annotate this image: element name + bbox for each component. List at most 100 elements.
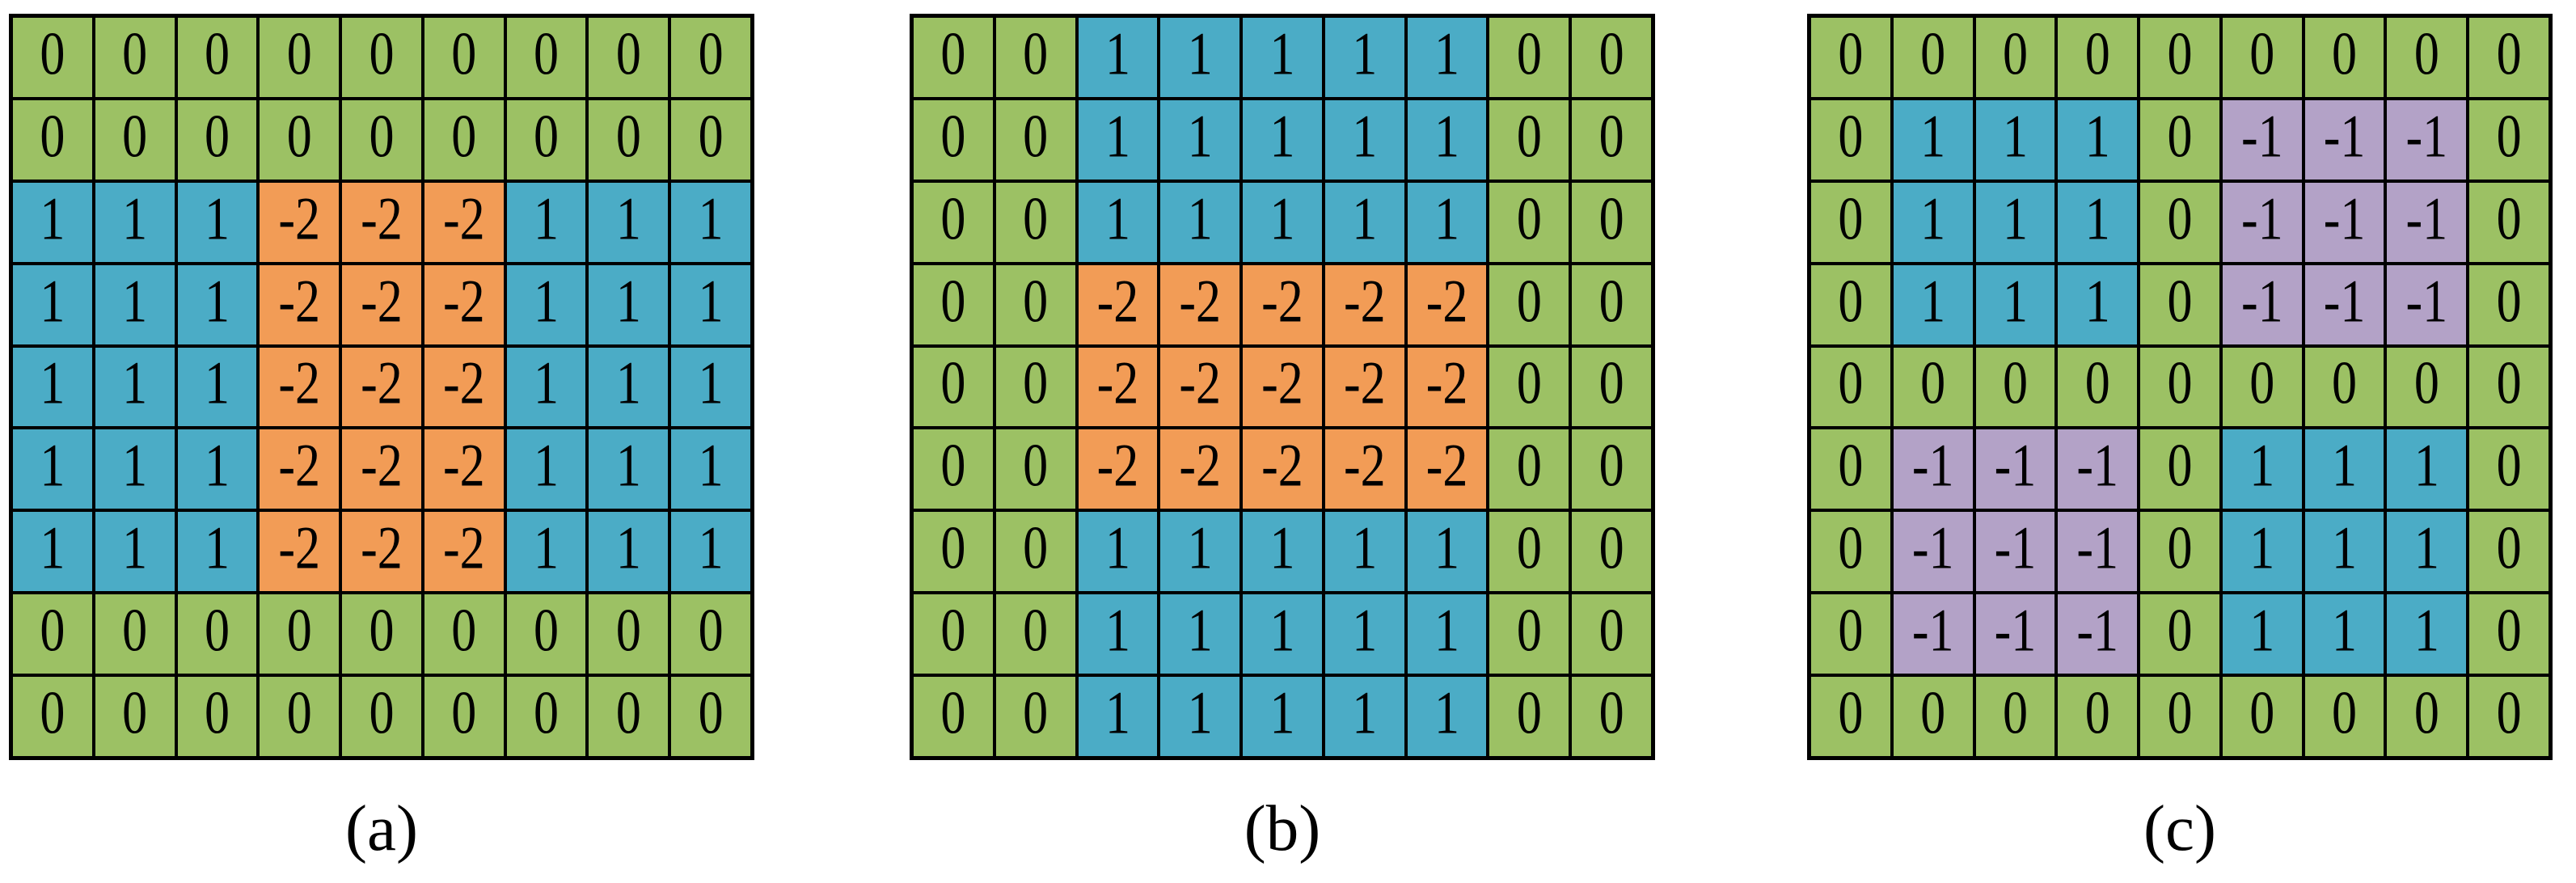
matrix-cell: -2 xyxy=(1323,345,1406,429)
cell-value: 0 xyxy=(1598,185,1624,253)
matrix-cell: 1 xyxy=(1323,180,1406,264)
matrix-cell: 0 xyxy=(1488,593,1571,676)
matrix-cell: -2 xyxy=(258,180,341,264)
matrix-cell: -2 xyxy=(258,510,341,594)
matrix-cell: 1 xyxy=(93,180,176,264)
matrix-cell: 0 xyxy=(1891,345,1974,429)
cell-value: 1 xyxy=(122,268,148,336)
matrix-cell: 1 xyxy=(1076,510,1159,594)
matrix-cell: 1 xyxy=(2220,428,2304,511)
cell-value: -2 xyxy=(442,432,485,500)
matrix-cell: -1 xyxy=(2303,263,2386,346)
cell-value: 0 xyxy=(2496,514,2522,582)
cell-value: 0 xyxy=(369,597,395,665)
matrix-cell: -2 xyxy=(422,180,505,264)
matrix-cell: 0 xyxy=(422,675,505,758)
matrix-cell: 1 xyxy=(1241,510,1324,594)
cell-value: 0 xyxy=(2167,185,2193,253)
matrix-cell: 1 xyxy=(669,263,752,346)
matrix-cell: -2 xyxy=(1241,263,1324,346)
matrix-cell: 0 xyxy=(1810,675,1892,758)
matrix-cell: 1 xyxy=(1405,510,1489,594)
matrix-cell: -1 xyxy=(2385,98,2468,181)
cell-value: 0 xyxy=(1023,268,1049,336)
matrix-cell: 1 xyxy=(1076,675,1159,758)
matrix-cell: 1 xyxy=(1076,180,1159,264)
cell-value: 0 xyxy=(2496,20,2522,88)
matrix-cell: -1 xyxy=(2220,98,2304,181)
cell-value: 1 xyxy=(1352,103,1378,171)
cell-value: 1 xyxy=(1920,103,1946,171)
matrix-cell: 1 xyxy=(1405,180,1489,264)
cell-value: 0 xyxy=(1023,432,1049,500)
matrix-cell: 1 xyxy=(669,428,752,511)
panel-label-c: (c) xyxy=(2143,792,2216,864)
matrix-cell: 1 xyxy=(1241,16,1324,99)
cell-value: 1 xyxy=(1352,20,1378,88)
cell-value: 1 xyxy=(2413,597,2439,665)
cell-value: 1 xyxy=(1104,103,1130,171)
cell-value: 1 xyxy=(1187,185,1213,253)
matrix-cell: 0 xyxy=(2220,16,2304,99)
matrix-cell: 0 xyxy=(2220,345,2304,429)
cell-value: 0 xyxy=(122,679,148,747)
matrix-cell: 0 xyxy=(994,180,1077,264)
matrix-cell: -2 xyxy=(1405,428,1489,511)
cell-value: 1 xyxy=(1187,514,1213,582)
cell-value: 0 xyxy=(940,103,966,171)
cell-value: 0 xyxy=(40,597,65,665)
cell-value: 1 xyxy=(1920,268,1946,336)
cell-value: 0 xyxy=(1023,350,1049,417)
cell-value: 1 xyxy=(1104,20,1130,88)
cell-value: -2 xyxy=(278,514,321,582)
cell-value: -2 xyxy=(361,514,403,582)
matrix-cell: -2 xyxy=(1241,428,1324,511)
matrix-cell: -2 xyxy=(340,510,423,594)
matrix-cell: 1 xyxy=(1159,510,1242,594)
cell-value: 0 xyxy=(534,597,560,665)
matrix-cell: 1 xyxy=(587,180,670,264)
cell-value: -2 xyxy=(361,432,403,500)
matrix-cell: -1 xyxy=(2056,593,2139,676)
cell-value: 0 xyxy=(2167,268,2193,336)
matrix-cell: 0 xyxy=(912,16,995,99)
cell-value: 1 xyxy=(1269,20,1295,88)
cell-value: 1 xyxy=(534,432,560,500)
matrix-cell: 1 xyxy=(1405,98,1489,181)
cell-value: 1 xyxy=(204,432,230,500)
cell-value: -2 xyxy=(1096,350,1139,417)
matrix-cell: 0 xyxy=(912,593,995,676)
matrix-cell: 0 xyxy=(912,263,995,346)
matrix-cell: 0 xyxy=(2303,16,2386,99)
matrix-cell: -2 xyxy=(422,428,505,511)
matrix-cell: -1 xyxy=(1974,428,2057,511)
cell-value: 1 xyxy=(1352,514,1378,582)
cell-value: 0 xyxy=(2496,103,2522,171)
matrix-cell: -2 xyxy=(1405,345,1489,429)
cell-value: -1 xyxy=(2240,185,2283,253)
cell-value: 1 xyxy=(122,514,148,582)
cell-value: 1 xyxy=(2332,514,2358,582)
cell-value: 1 xyxy=(615,514,641,582)
cell-value: 0 xyxy=(1838,679,1864,747)
matrix-cell: 1 xyxy=(505,428,588,511)
matrix-cell: 0 xyxy=(11,675,94,758)
cell-value: 0 xyxy=(1023,103,1049,171)
matrix-cell: -1 xyxy=(1891,510,1974,594)
cell-value: 0 xyxy=(534,103,560,171)
matrix-cell: 0 xyxy=(1570,16,1653,99)
cell-value: 1 xyxy=(1104,597,1130,665)
matrix-cell: 0 xyxy=(1488,428,1571,511)
matrix-cell: -2 xyxy=(258,263,341,346)
cell-value: 1 xyxy=(204,268,230,336)
cell-value: 0 xyxy=(2496,350,2522,417)
matrix-cell: 0 xyxy=(1570,345,1653,429)
matrix-cell: 0 xyxy=(505,16,588,99)
cell-value: 0 xyxy=(1516,185,1542,253)
matrix-cell: 0 xyxy=(2385,16,2468,99)
cell-value: 1 xyxy=(1269,597,1295,665)
matrix-cell: -1 xyxy=(2303,98,2386,181)
matrix-cell: 1 xyxy=(2385,428,2468,511)
matrix-cell: 0 xyxy=(2139,16,2221,99)
